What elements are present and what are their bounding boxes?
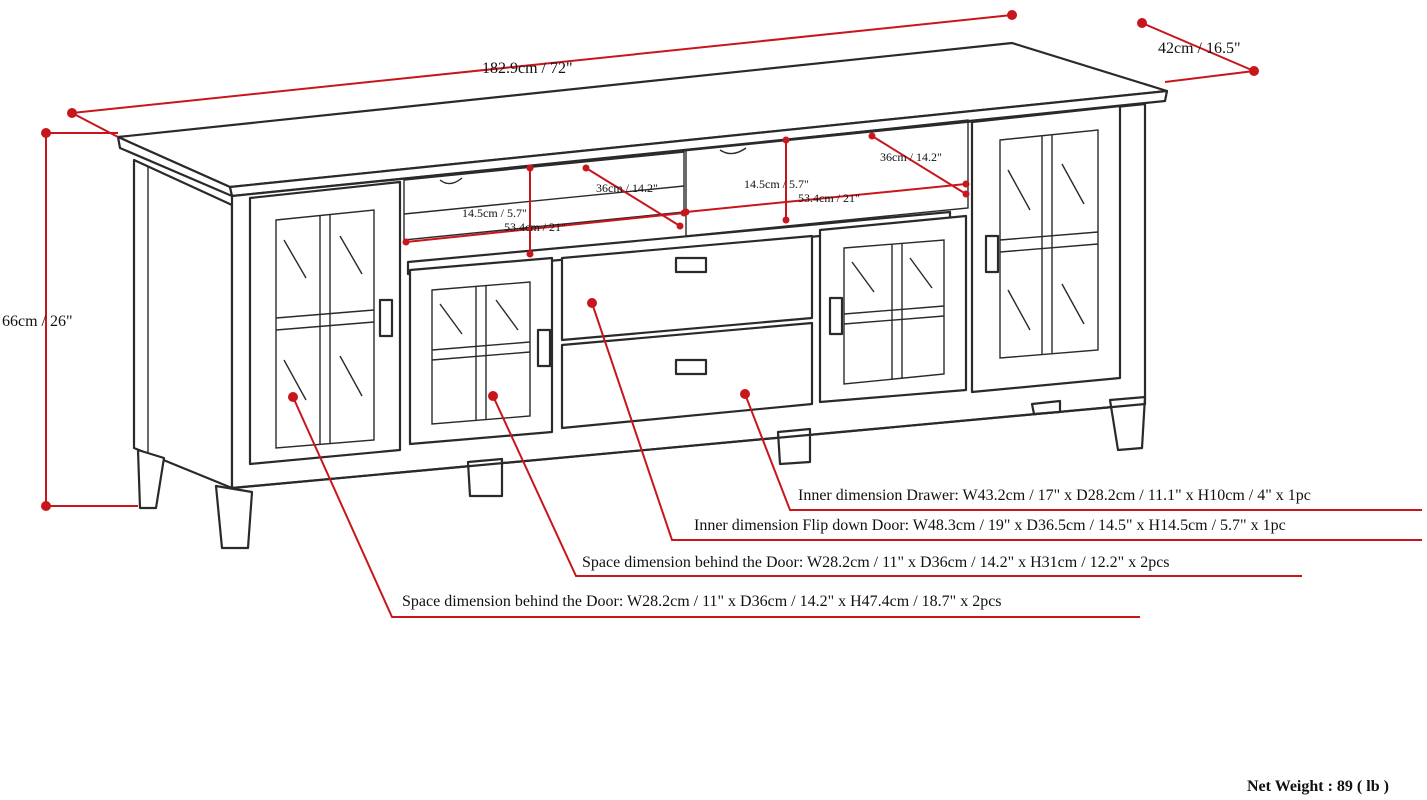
tv-stand-drawing [116,41,1169,550]
lower-drawer-handle [674,358,708,376]
dimension-labels: 182.9cm / 72" 42cm / 16.5" 66cm / 26" 36… [2,40,1241,330]
drawer-leader-line [744,393,1422,511]
depth-dimension-line [1141,22,1255,72]
right-shelf-width-line [685,183,967,213]
left-shelf-width-label: 53.4cm / 21" [504,220,566,234]
left-shelf-width-line [405,212,685,243]
flip-door-callout: Inner dimension Flip down Door: W48.3cm … [694,517,1286,534]
inner-left-door-handle [536,328,552,368]
width-dimension-line [71,14,1013,114]
outer-left-door [248,180,402,466]
right-shelf-depth-line [871,135,967,195]
height-label: 66cm / 26" [2,313,73,330]
rear-leg-a [466,457,504,498]
outer-door-callout: Space dimension behind the Door: W28.2cm… [402,593,1002,610]
inner-right-door [818,214,968,404]
net-weight-label: Net Weight : 89 ( lb ) [1247,778,1389,795]
left-shelf-depth-label: 36cm / 14.2" [596,181,658,195]
left-shelf-height-label: 14.5cm / 5.7" [462,206,527,220]
left-shelf-depth-line [585,167,681,227]
top-side-edge [228,89,1169,198]
base-rail [230,402,1147,490]
upper-drawer-front [560,234,814,342]
dimension-lines [41,10,1422,618]
right-front-leg [1108,395,1147,452]
right-shelf-width-label: 53.4cm / 21" [798,191,860,205]
inner-door-callout: Space dimension behind the Door: W28.2cm… [582,554,1170,571]
open-shelf-right [685,119,969,237]
outer-left-door-handle [378,298,394,338]
left-back-leg [136,448,166,510]
right-shelf-height-label: 14.5cm / 5.7" [744,177,809,191]
inner-left-door [408,256,554,446]
inner-door-leader-line [492,395,1302,577]
callout-labels: Inner dimension Drawer: W43.2cm / 17" x … [402,487,1311,610]
drawer-callout: Inner dimension Drawer: W43.2cm / 17" x … [798,487,1311,504]
width-label: 182.9cm / 72" [482,60,573,77]
outer-right-door-handle [984,234,1000,274]
left-front-leg [214,484,254,550]
depth-label: 42cm / 16.5" [1158,40,1241,57]
right-shelf-depth-label: 36cm / 14.2" [880,150,942,164]
inner-right-door-handle [828,296,844,336]
outer-door-leader-line [292,396,1140,618]
upper-drawer-handle [674,256,708,274]
outer-right-door [970,104,1122,394]
flip-door-leader-line [591,302,1422,541]
